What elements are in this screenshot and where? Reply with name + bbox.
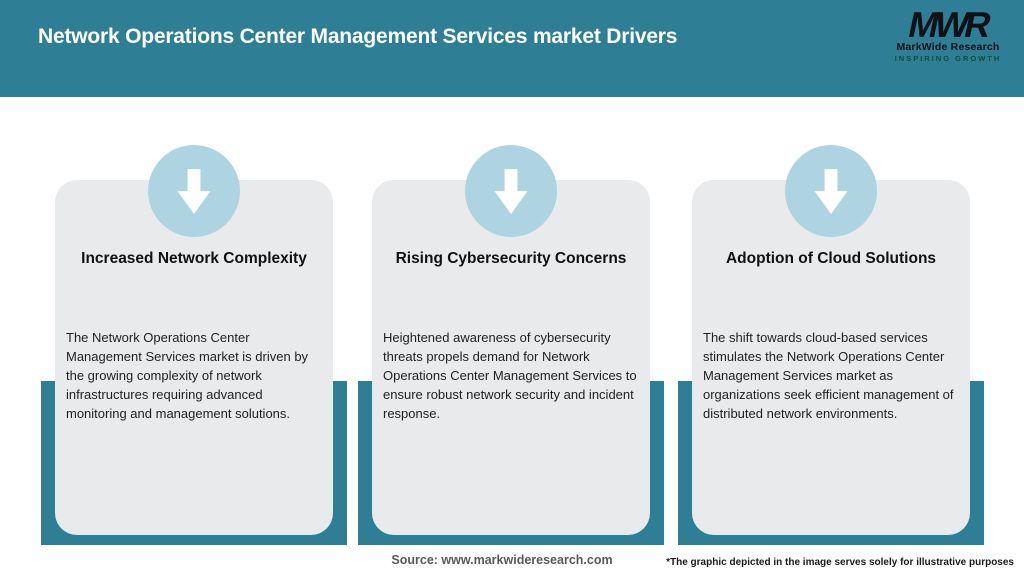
mwr-monogram-icon: MWR [904, 4, 992, 45]
down-arrow-icon [465, 145, 557, 237]
down-arrow-icon [785, 145, 877, 237]
card-body-text: The Network Operations Center Management… [66, 330, 309, 421]
card-panel: Rising Cybersecurity Concerns Heightened… [372, 180, 650, 535]
card-title: Increased Network Complexity [81, 250, 307, 267]
logo-tagline: INSPIRING GROWTH [894, 54, 1002, 63]
page-title: Network Operations Center Management Ser… [38, 25, 678, 48]
logo-company-name: MarkWide Research [896, 41, 1000, 53]
disclaimer-note: *The graphic depicted in the image serve… [666, 557, 1014, 568]
markwide-research-logo: MWR MarkWide Research INSPIRING GROWTH [888, 4, 1008, 63]
card-body-text: Heightened awareness of cybersecurity th… [383, 330, 637, 421]
card-title: Rising Cybersecurity Concerns [395, 250, 627, 267]
down-arrow-icon [148, 145, 240, 237]
card-panel: Increased Network Complexity The Network… [55, 180, 333, 535]
card-title: Adoption of Cloud Solutions [725, 250, 937, 267]
card-panel: Adoption of Cloud Solutions The shift to… [692, 180, 970, 535]
card-body-text: The shift towards cloud-based services s… [703, 330, 954, 421]
source-attribution: Source: www.markwideresearch.com [391, 553, 613, 567]
header-bar: Network Operations Center Management Ser… [0, 0, 1024, 97]
